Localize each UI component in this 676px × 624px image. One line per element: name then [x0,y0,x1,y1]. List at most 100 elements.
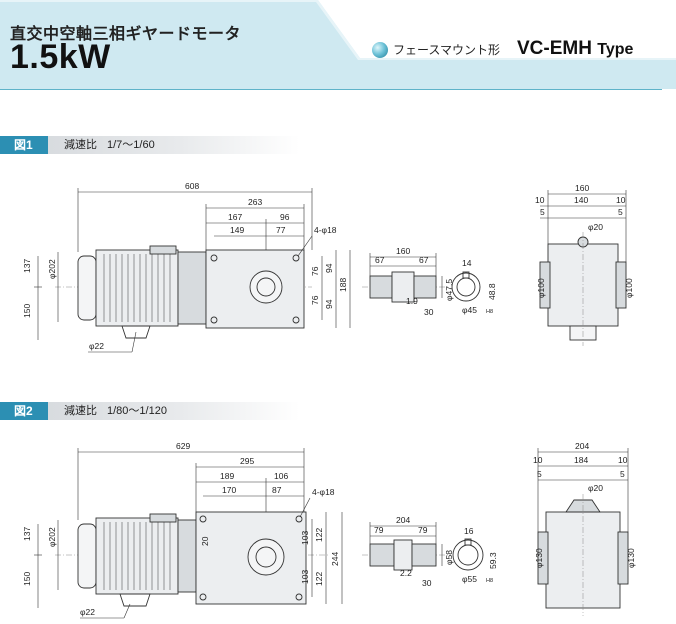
dim-103-lower: 103 [300,570,310,584]
dim-96: 96 [280,212,290,222]
fig1-shaft-view: 160 67 67 1.9 30 φ47.5 14 48.8 φ45 H8 [362,246,497,317]
dim-end-10-right: 10 [618,455,628,465]
tolerance-h8: H8 [486,578,493,584]
ratio-range: 1/80～1/120 [107,405,167,417]
dim-94-lower: 94 [324,299,334,309]
dim-mounting-holes: 4-φ18 [314,225,337,235]
dim-shaft-204: 204 [396,515,410,525]
dim-137: 137 [22,527,32,541]
dim-end-5-right: 5 [618,207,623,217]
fig2-end-view: 204 10 184 10 5 5 φ20 φ130 φ130 [533,441,636,616]
dim-end-160: 160 [575,183,589,193]
dim-key-16: 16 [464,526,474,536]
dim-end-phi20: φ20 [588,483,603,493]
dim-150: 150 [22,304,32,318]
dim-end-10-left: 10 [535,195,545,205]
fig2-side-dims: 629 295 189 106 170 87 4-φ18 137 150 φ20… [22,441,343,619]
dim-59-3: 59.3 [488,552,498,569]
dim-end-184: 184 [574,455,588,465]
dim-phi202: φ202 [47,259,57,279]
dim-end-140: 140 [574,195,588,205]
tolerance-h8: H8 [486,309,493,315]
dim-phi22: φ22 [89,341,104,351]
dim-key-14: 14 [462,258,472,268]
dim-shaft-160: 160 [396,246,410,256]
model-name: VC-EMH Type [517,38,633,60]
dim-phi130-right: φ130 [626,548,636,568]
ratio-label: 減速比 [64,405,97,417]
dim-94-upper: 94 [324,263,334,273]
dim-phi100-left: φ100 [536,278,546,298]
dim-overall-length: 608 [185,181,199,191]
dim-phi100-right: φ100 [624,278,634,298]
figure-2-drawing: 629 295 189 106 170 87 4-φ18 137 150 φ20… [22,441,636,619]
dim-shaft-79-right: 79 [418,525,428,535]
dim-149: 149 [230,225,244,235]
mount-type-label: フェースマウント形 [393,43,501,57]
dim-shaft-30: 30 [422,578,432,588]
dim-122-upper: 122 [314,528,324,542]
ratio-label: 減速比 [64,139,97,151]
dim-phi58: φ58 [444,550,454,565]
dim-phi55-h8: φ55 [462,574,477,584]
dim-phi47-5: φ47.5 [444,279,454,301]
fig2-side-view [55,511,330,607]
dim-phi45-h8: φ45 [462,305,477,315]
fig1-end-view: 160 10 140 10 5 5 φ20 φ100 φ100 [535,183,634,346]
dim-end-5-right: 5 [620,469,625,479]
figure-1-caption: 減速比 1/7～1/60 [64,136,155,154]
product-category-title: 直交中空軸三相ギヤードモータ [10,26,242,43]
fig1-side-view [55,245,312,339]
dim-phi202: φ202 [47,527,57,547]
page-header: 直交中空軸三相ギヤードモータ 1.5kW フェースマウント形 VC-EMH Ty… [0,0,676,92]
dim-48-8: 48.8 [487,283,497,300]
dim-167: 167 [228,212,242,222]
dim-phi130-left: φ130 [534,548,544,568]
dim-76-upper: 76 [310,266,320,276]
figure-1-caption-bar: 図1 減速比 1/7～1/60 [0,136,300,154]
figure-1-drawing: 608 263 167 96 149 77 4-φ18 137 150 φ202… [22,181,634,353]
dim-end-5-left: 5 [537,469,542,479]
dim-87: 87 [272,485,282,495]
dim-gearbox-length: 263 [248,197,262,207]
figure-2-caption-bar: 図2 減速比 1/80～1/120 [0,402,300,420]
model-suffix: Type [597,41,634,58]
dim-150: 150 [22,572,32,586]
circle-bullet-icon [372,41,388,58]
dim-20: 20 [200,536,210,546]
dim-mounting-holes: 4-φ18 [312,487,335,497]
dim-188: 188 [338,278,348,292]
dim-103-upper: 103 [300,531,310,545]
dim-106: 106 [274,471,288,481]
dim-shaft-79-left: 79 [374,525,384,535]
dim-137: 137 [22,259,32,273]
model-code: VC-EMH [517,38,592,59]
dim-phi22: φ22 [80,607,95,617]
dim-end-10-left: 10 [533,455,543,465]
header-band [0,0,676,89]
dim-shaft-2-2: 2.2 [400,568,412,578]
dim-shaft-67-right: 67 [419,255,429,265]
ratio-range: 1/7～1/60 [107,139,155,151]
header-rule [0,89,662,90]
dim-244: 244 [330,552,340,566]
power-rating: 1.5kW [10,38,111,76]
dim-end-phi20: φ20 [588,222,603,232]
dim-shaft-67-left: 67 [375,255,385,265]
dim-overall-length: 629 [176,441,190,451]
mount-badge: フェースマウント形 [372,41,500,58]
dim-shaft-30: 30 [424,307,434,317]
figure-1-tag: 図1 [0,136,48,154]
dim-189: 189 [220,471,234,481]
dim-end-204: 204 [575,441,589,451]
figure-2-tag: 図2 [0,402,48,420]
fig1-side-dims: 608 263 167 96 149 77 4-φ18 137 150 φ202… [22,181,351,353]
dim-end-10-right: 10 [616,195,626,205]
dim-shaft-1-9: 1.9 [406,296,418,306]
dim-end-5-left: 5 [540,207,545,217]
dim-77: 77 [276,225,286,235]
figure-2-caption: 減速比 1/80～1/120 [64,402,167,420]
dim-122-lower: 122 [314,572,324,586]
dim-76-lower: 76 [310,295,320,305]
dim-gearbox-length: 295 [240,456,254,466]
